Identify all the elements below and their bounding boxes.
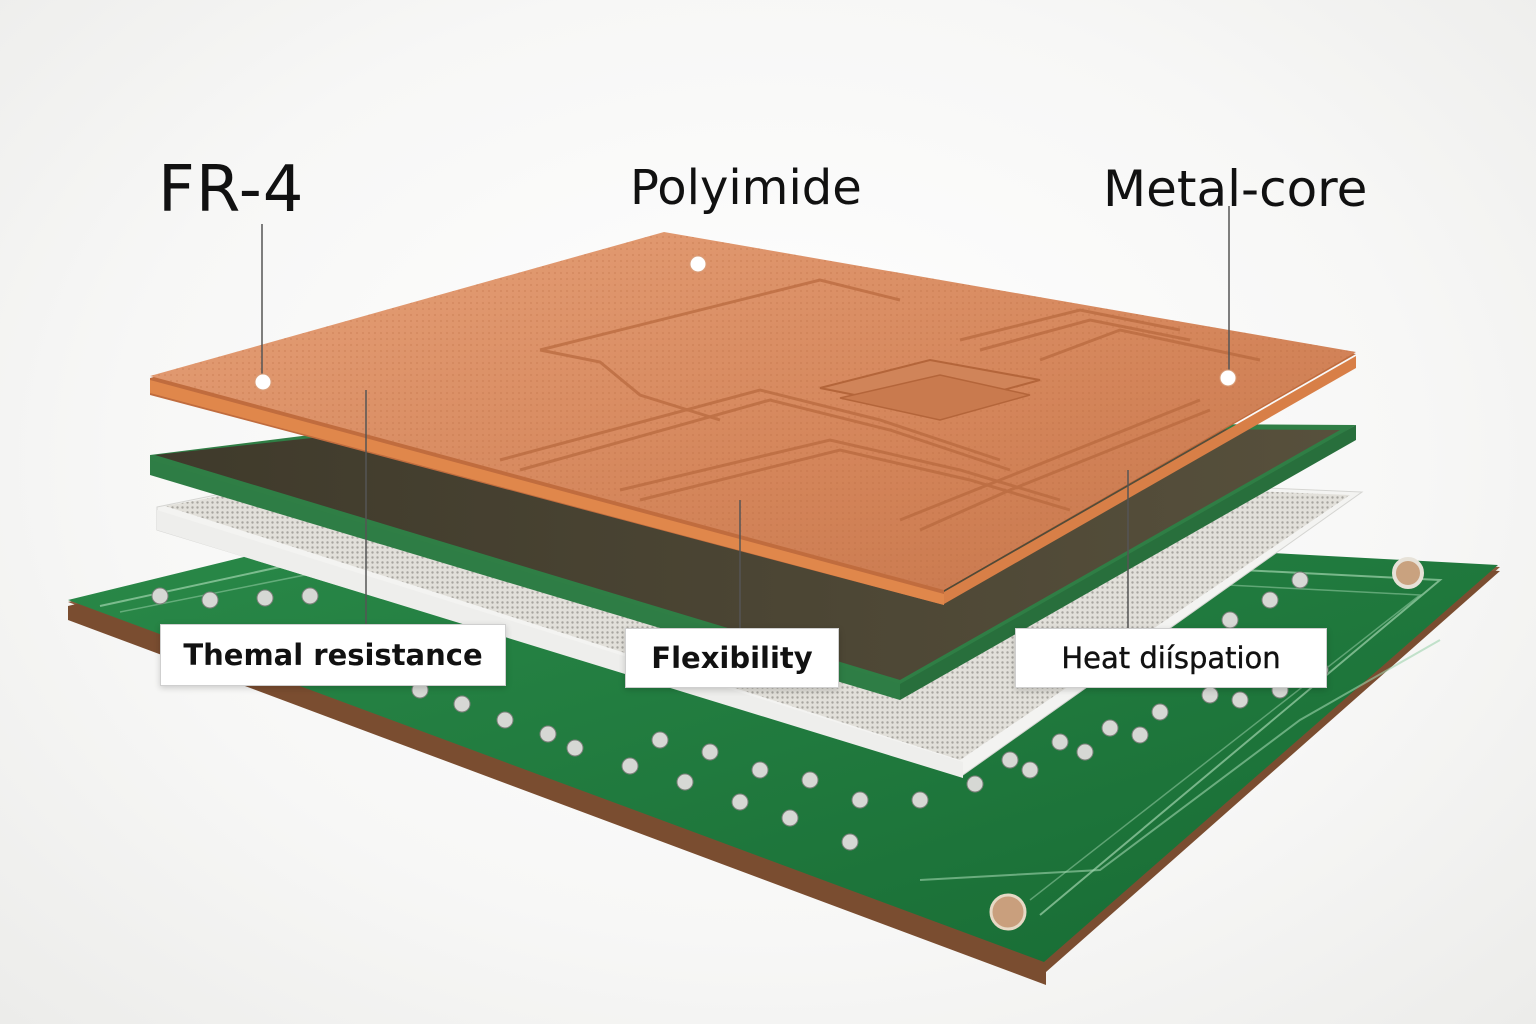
- solder-pad: [496, 711, 514, 729]
- solder-pad: [1101, 719, 1119, 737]
- solder-pad: [1076, 743, 1094, 761]
- flexibility-label: Flexibility: [651, 641, 813, 675]
- solder-pad: [1231, 691, 1249, 709]
- polyimide-label: Polyimide: [630, 160, 862, 216]
- solder-pad: [621, 757, 639, 775]
- solder-pad: [651, 731, 669, 749]
- copper-top-layer: [150, 232, 1356, 605]
- mounting-hole-icon: [989, 893, 1027, 931]
- solder-pad: [676, 773, 694, 791]
- circuit-traces: [499, 278, 1261, 532]
- solder-pad: [911, 791, 929, 809]
- solder-pad: [781, 809, 799, 827]
- solder-pad: [151, 587, 169, 605]
- solder-pad: [256, 589, 274, 607]
- fr4-label: FR-4: [158, 153, 305, 227]
- solder-pad: [1201, 686, 1219, 704]
- heat-dissipation-box: Heat diíspation: [1015, 628, 1327, 688]
- solder-pad: [731, 793, 749, 811]
- solder-pad: [1021, 761, 1039, 779]
- solder-pad: [1261, 591, 1279, 609]
- fr4-marker-icon: [254, 373, 272, 391]
- solder-pad: [301, 587, 319, 605]
- solder-pad: [701, 743, 719, 761]
- solder-pad: [201, 591, 219, 609]
- solder-pad: [801, 771, 819, 789]
- thermal-resistance-label: Themal resistance: [183, 638, 483, 672]
- thermal-resistance-box: Themal resistance: [160, 624, 506, 686]
- solder-pad: [539, 725, 557, 743]
- solder-pad: [1151, 703, 1169, 721]
- solder-pad: [841, 833, 859, 851]
- solder-pad: [566, 739, 584, 757]
- leader-lines: [261, 206, 1230, 628]
- mounting-hole-icon: [1392, 557, 1424, 589]
- solder-pad: [966, 775, 984, 793]
- solder-pad: [1051, 733, 1069, 751]
- flexibility-box: Flexibility: [625, 628, 839, 688]
- solder-pad: [1291, 571, 1309, 589]
- solder-pad: [1001, 751, 1019, 769]
- metal-core-label: Metal-core: [1103, 160, 1368, 218]
- metal-core-marker-icon: [1219, 369, 1237, 387]
- solder-pad: [453, 695, 471, 713]
- solder-pad: [851, 791, 869, 809]
- polyimide-marker-icon: [689, 255, 707, 273]
- heat-dissipation-label: Heat diíspation: [1061, 641, 1281, 675]
- solder-pad: [1131, 726, 1149, 744]
- solder-pad: [1221, 611, 1239, 629]
- solder-pad: [751, 761, 769, 779]
